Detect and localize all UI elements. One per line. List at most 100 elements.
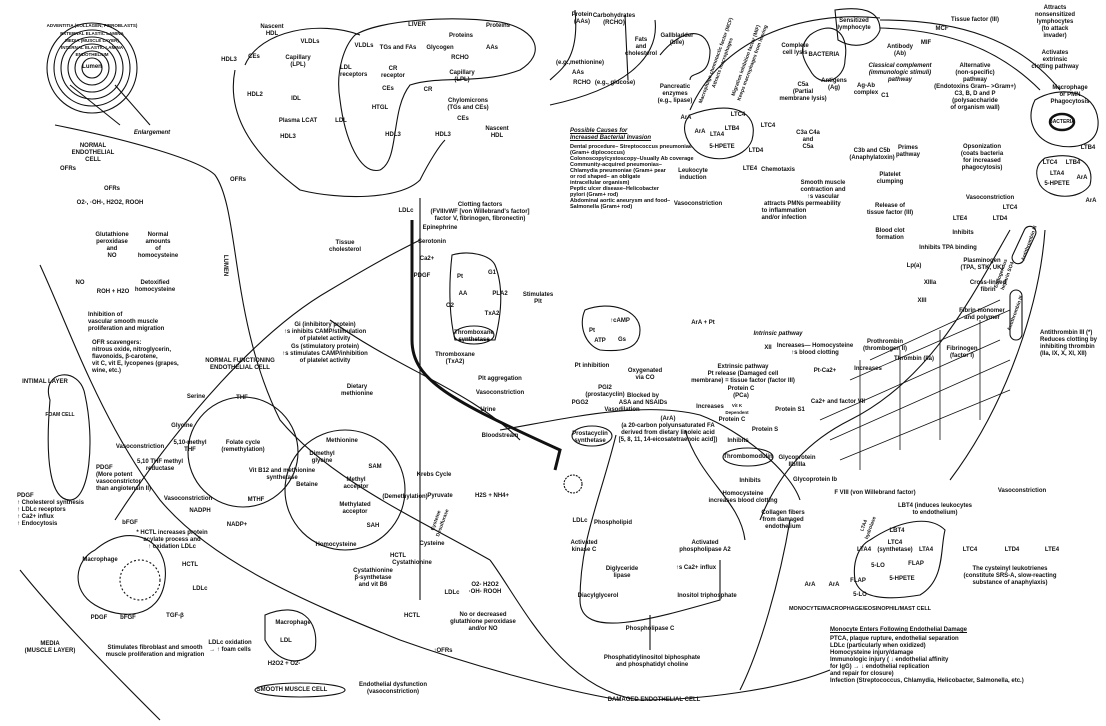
label: Attracts nonsensitized lymphocytes (to a… — [1034, 5, 1075, 39]
engulfed-bacteria — [1048, 112, 1076, 132]
label: LDLc oxidation → ↑ foam cells — [208, 640, 252, 653]
label: Inhibits TPA binding — [919, 245, 977, 251]
label: OFRs — [229, 177, 247, 183]
label: Glycoprotein IIb/IIIa — [778, 455, 816, 468]
label: Cystathionine — [392, 560, 432, 566]
label: NORMAL FUNCTIONING ENDOTHELIAL CELL — [205, 358, 275, 371]
label: Cysteine — [419, 541, 445, 547]
label: TGF-β — [166, 613, 184, 619]
label: PGI2 (prostacyclin) — [585, 385, 625, 398]
label: Glycogen — [426, 45, 454, 51]
label: AAs — [485, 45, 499, 51]
label: HCTL — [404, 613, 420, 619]
label: Stimulates fibroblast and smooth muscle … — [105, 645, 205, 658]
complement-arcs — [689, 16, 1061, 111]
label: LTE4 — [1044, 547, 1060, 553]
label: Macrophage — [275, 620, 311, 626]
label: Blocked by ASA and NSAIDs — [618, 393, 668, 406]
label: OFRs — [59, 166, 77, 172]
label: bFGF — [122, 520, 138, 526]
liver-outline — [338, 18, 536, 171]
label: Gs (stimulatory protein) ↑s stimulates C… — [282, 344, 368, 364]
label: Stimulates Plt — [522, 292, 554, 305]
label: Diacylglycerol — [577, 593, 619, 599]
label: ATP — [594, 338, 606, 344]
label: LTC4 — [730, 112, 746, 118]
ring-label-adventitia: ADVENTITIA (COLLAGEN, FIBROBLASTS) — [46, 23, 138, 28]
label: C3b and C5b (Anaphylatoxin) — [849, 148, 895, 161]
label: MCF — [935, 26, 949, 32]
label: Glycoprotein Ib — [792, 477, 838, 483]
label: LDL receptors — [340, 65, 368, 78]
label: Vit K Dependent — [725, 403, 749, 415]
label: SAM — [368, 464, 382, 470]
label: SAH — [366, 523, 380, 529]
label: Sensitized lymphocyte — [837, 18, 871, 31]
label: O2 — [445, 303, 455, 309]
label: Glycine — [171, 423, 193, 429]
label: Serotonin — [418, 239, 446, 245]
label: Methionine — [326, 438, 358, 444]
label: (e.g.,methionine) — [556, 60, 604, 66]
label: XIII — [917, 298, 927, 304]
label: Macrophage or PMN Phagocytosis — [1050, 85, 1090, 105]
label: Vasoconstriction — [115, 444, 165, 450]
label: LTD4 — [1004, 547, 1020, 553]
label: CEs — [382, 86, 394, 92]
label: Normal amounts of homocysteine — [137, 232, 179, 259]
label: XIIIa — [923, 280, 937, 286]
label: Thrombin (IIa) — [894, 356, 934, 362]
label: 5,10 THF methyl reductase — [136, 459, 184, 472]
label: H2S + NH4+ — [474, 493, 510, 499]
normal-endothelial-cell-title: NORMAL ENDOTHELIAL CELL — [71, 143, 115, 163]
thromboxane-synthetase-oval — [453, 325, 495, 345]
label: Proteins — [448, 33, 474, 39]
foam-cell-outline — [47, 374, 91, 501]
label: TxA2 — [484, 311, 500, 317]
label: Proteins — [485, 23, 511, 29]
label: LDLc — [572, 518, 588, 524]
digestive-tract — [549, 9, 711, 106]
label: ArA — [1085, 198, 1097, 204]
label: OFR scavengers: nitrous oxide, nitroglyc… — [92, 340, 179, 374]
label: LTB4 — [724, 126, 740, 132]
label: LDLc — [444, 590, 460, 596]
label: ArA — [804, 582, 816, 588]
label: Capillary (LPL) — [449, 70, 475, 83]
label: Gs — [617, 337, 627, 343]
label: Protein C — [718, 417, 746, 423]
ring-label-external-elastic: EXTERNAL ELASTIC LAMINA — [60, 31, 124, 36]
label: PGG2 — [571, 400, 589, 406]
label: Homocysteine — [315, 542, 357, 548]
phospholipid-tree — [579, 429, 746, 650]
label: Protein C (PCa) — [727, 386, 755, 399]
label: Antibody (Ab) — [887, 44, 913, 57]
lipid-cluster — [563, 474, 583, 494]
endothelial-outer — [114, 239, 521, 521]
label: Protein S1 — [775, 407, 805, 413]
label: LTA4 — [856, 547, 872, 553]
label: LTC4 — [1042, 160, 1058, 166]
vessel-cross-section — [46, 22, 151, 126]
label: VLDLs — [354, 43, 374, 49]
label: Urine — [480, 407, 496, 413]
label: Pt — [589, 328, 595, 334]
label: LTD4 — [748, 148, 764, 154]
label: Intrinsic pathway — [753, 331, 803, 337]
label: Pyruvate — [427, 493, 453, 499]
damaged-endothelial-cell-title: DAMAGED ENDOTHELIAL CELL — [607, 697, 701, 703]
label: RCHO — [573, 80, 591, 86]
label: CEs — [248, 54, 260, 60]
label: Blood clot formation — [875, 228, 905, 241]
lipid-droplets — [119, 559, 161, 601]
label: 5-HPETE — [889, 576, 915, 582]
label: Nascent HDL — [260, 24, 284, 37]
label: PDGF — [413, 273, 431, 279]
label: Serine — [186, 394, 206, 400]
label: Inhibition of vascular smooth muscle pro… — [88, 312, 165, 332]
leukotriene-cell-right — [1036, 155, 1092, 197]
label: (ArA) (a 20-carbon polyunsaturated FA de… — [618, 416, 718, 443]
label: LDL — [335, 118, 347, 124]
label: ArA — [694, 129, 706, 135]
label: Clotting factors (FVIIIvWF [von Willebra… — [430, 202, 530, 222]
